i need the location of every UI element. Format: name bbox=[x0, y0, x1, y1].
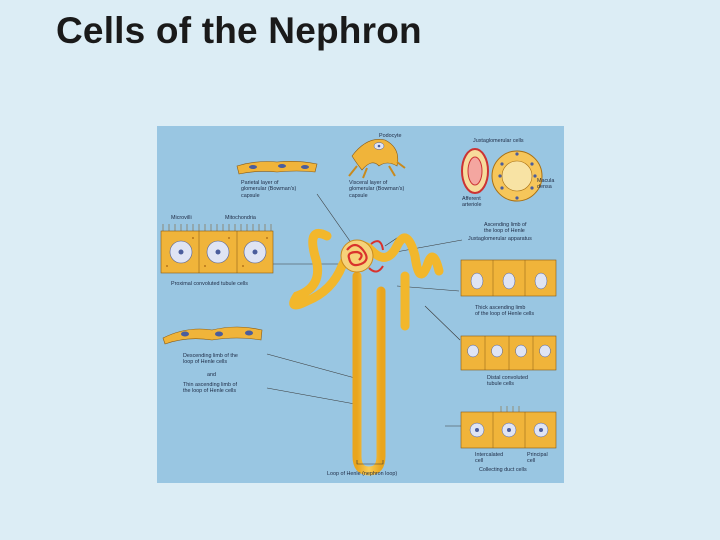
label-thin-ascending: Thin ascending limb of the loop of Henle… bbox=[183, 382, 237, 395]
label-collecting-duct: Collecting duct cells bbox=[479, 467, 527, 473]
proximal-tubule-cells bbox=[160, 224, 274, 274]
label-juxtaglomerular-cells: Juxtaglomerular cells bbox=[473, 138, 524, 144]
label-thick-ascending: Thick ascending limb of the loop of Henl… bbox=[475, 305, 535, 318]
label-descending-limb: Descending limb of the loop of Henle cel… bbox=[183, 353, 238, 366]
parietal-layer-cells bbox=[236, 161, 318, 175]
label-proximal-cells: Proximal convoluted tubule cells bbox=[171, 281, 249, 287]
descending-limb-cells bbox=[162, 326, 263, 345]
label-visceral-layer: Visceral layer of glomerular (Bowman's) … bbox=[349, 180, 405, 199]
label-mitochondria: Mitochondria bbox=[225, 215, 256, 221]
podocyte-cell bbox=[348, 139, 406, 179]
loop-bracket bbox=[356, 460, 384, 465]
label-ascending-limb: Ascending limb of the loop of Henle bbox=[484, 222, 527, 235]
nephron-tubule bbox=[289, 229, 444, 476]
label-distal-cells: Distal convoluted tubule cells bbox=[487, 375, 529, 388]
juxtaglomerular-cross-section bbox=[461, 148, 543, 202]
nephron-figure: Podocyte Juxtaglomerular cells Parietal … bbox=[157, 126, 564, 483]
label-macula-densa: Macula densa bbox=[537, 178, 555, 191]
slide-title: Cells of the Nephron bbox=[56, 10, 422, 51]
label-principal-cell: Principal cell bbox=[527, 452, 548, 465]
label-and: and bbox=[207, 372, 216, 378]
collecting-duct-cells bbox=[460, 406, 557, 449]
label-podocyte: Podocyte bbox=[379, 133, 402, 139]
thick-ascending-cells bbox=[460, 259, 557, 297]
label-parietal-layer: Parietal layer of glomerular (Bowman's) … bbox=[241, 180, 297, 199]
distal-tubule-cells bbox=[460, 335, 557, 371]
label-intercalated-cell: Intercalated cell bbox=[475, 452, 504, 465]
label-microvilli: Microvilli bbox=[171, 215, 192, 221]
label-afferent-arteriole: Afferent arteriole bbox=[462, 196, 482, 209]
nephron-illustration bbox=[160, 139, 557, 476]
label-loop-of-henle: Loop of Henle (nephron loop) bbox=[327, 471, 398, 477]
label-juxtaglomerular-apparatus: Juxtaglomerular apparatus bbox=[468, 236, 532, 242]
